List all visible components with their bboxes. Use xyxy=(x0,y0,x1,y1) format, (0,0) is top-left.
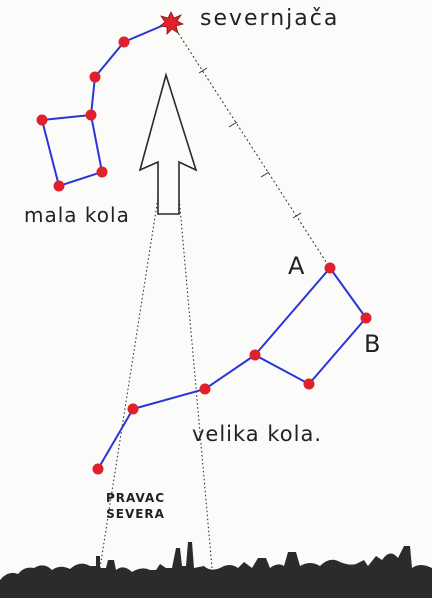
star xyxy=(303,378,315,390)
star xyxy=(36,114,48,126)
polaris-star xyxy=(159,11,185,35)
north-direction-line2: SEVERA xyxy=(106,507,165,521)
star xyxy=(96,166,108,178)
star xyxy=(89,71,101,83)
arrow-up-icon xyxy=(138,72,198,215)
arrow-guide-left xyxy=(99,184,161,569)
star xyxy=(85,109,97,121)
little-dipper-stars xyxy=(36,36,130,192)
north-direction-arrow xyxy=(99,72,213,569)
star xyxy=(92,463,104,475)
big-dipper-label: velika kola. xyxy=(192,422,322,446)
star xyxy=(249,349,261,361)
polaris-label: severnjača xyxy=(200,6,340,31)
star-burst-icon xyxy=(159,11,185,35)
pointer-tick xyxy=(228,121,238,128)
star xyxy=(53,180,65,192)
star-b-label: B xyxy=(364,330,381,358)
pointer-tick xyxy=(292,212,302,219)
pointer-tick xyxy=(260,171,270,178)
horizon-skyline xyxy=(0,542,432,598)
big-dipper-stars xyxy=(92,262,372,475)
star xyxy=(199,383,211,395)
star-b xyxy=(360,312,372,324)
pointer-tick xyxy=(198,67,208,74)
star xyxy=(127,403,139,415)
star-a-label: A xyxy=(288,252,305,280)
pointer-line xyxy=(170,21,331,269)
ground-strip xyxy=(20,582,432,598)
pointer-dotted-line xyxy=(170,21,331,269)
north-direction-line1: PRAVAC xyxy=(106,491,166,505)
north-direction-label: PRAVAC SEVERA xyxy=(106,490,165,522)
little-dipper-label: mala kola xyxy=(24,203,130,227)
arrow-guide-right xyxy=(177,184,213,569)
star xyxy=(118,36,130,48)
star-a xyxy=(324,262,336,274)
